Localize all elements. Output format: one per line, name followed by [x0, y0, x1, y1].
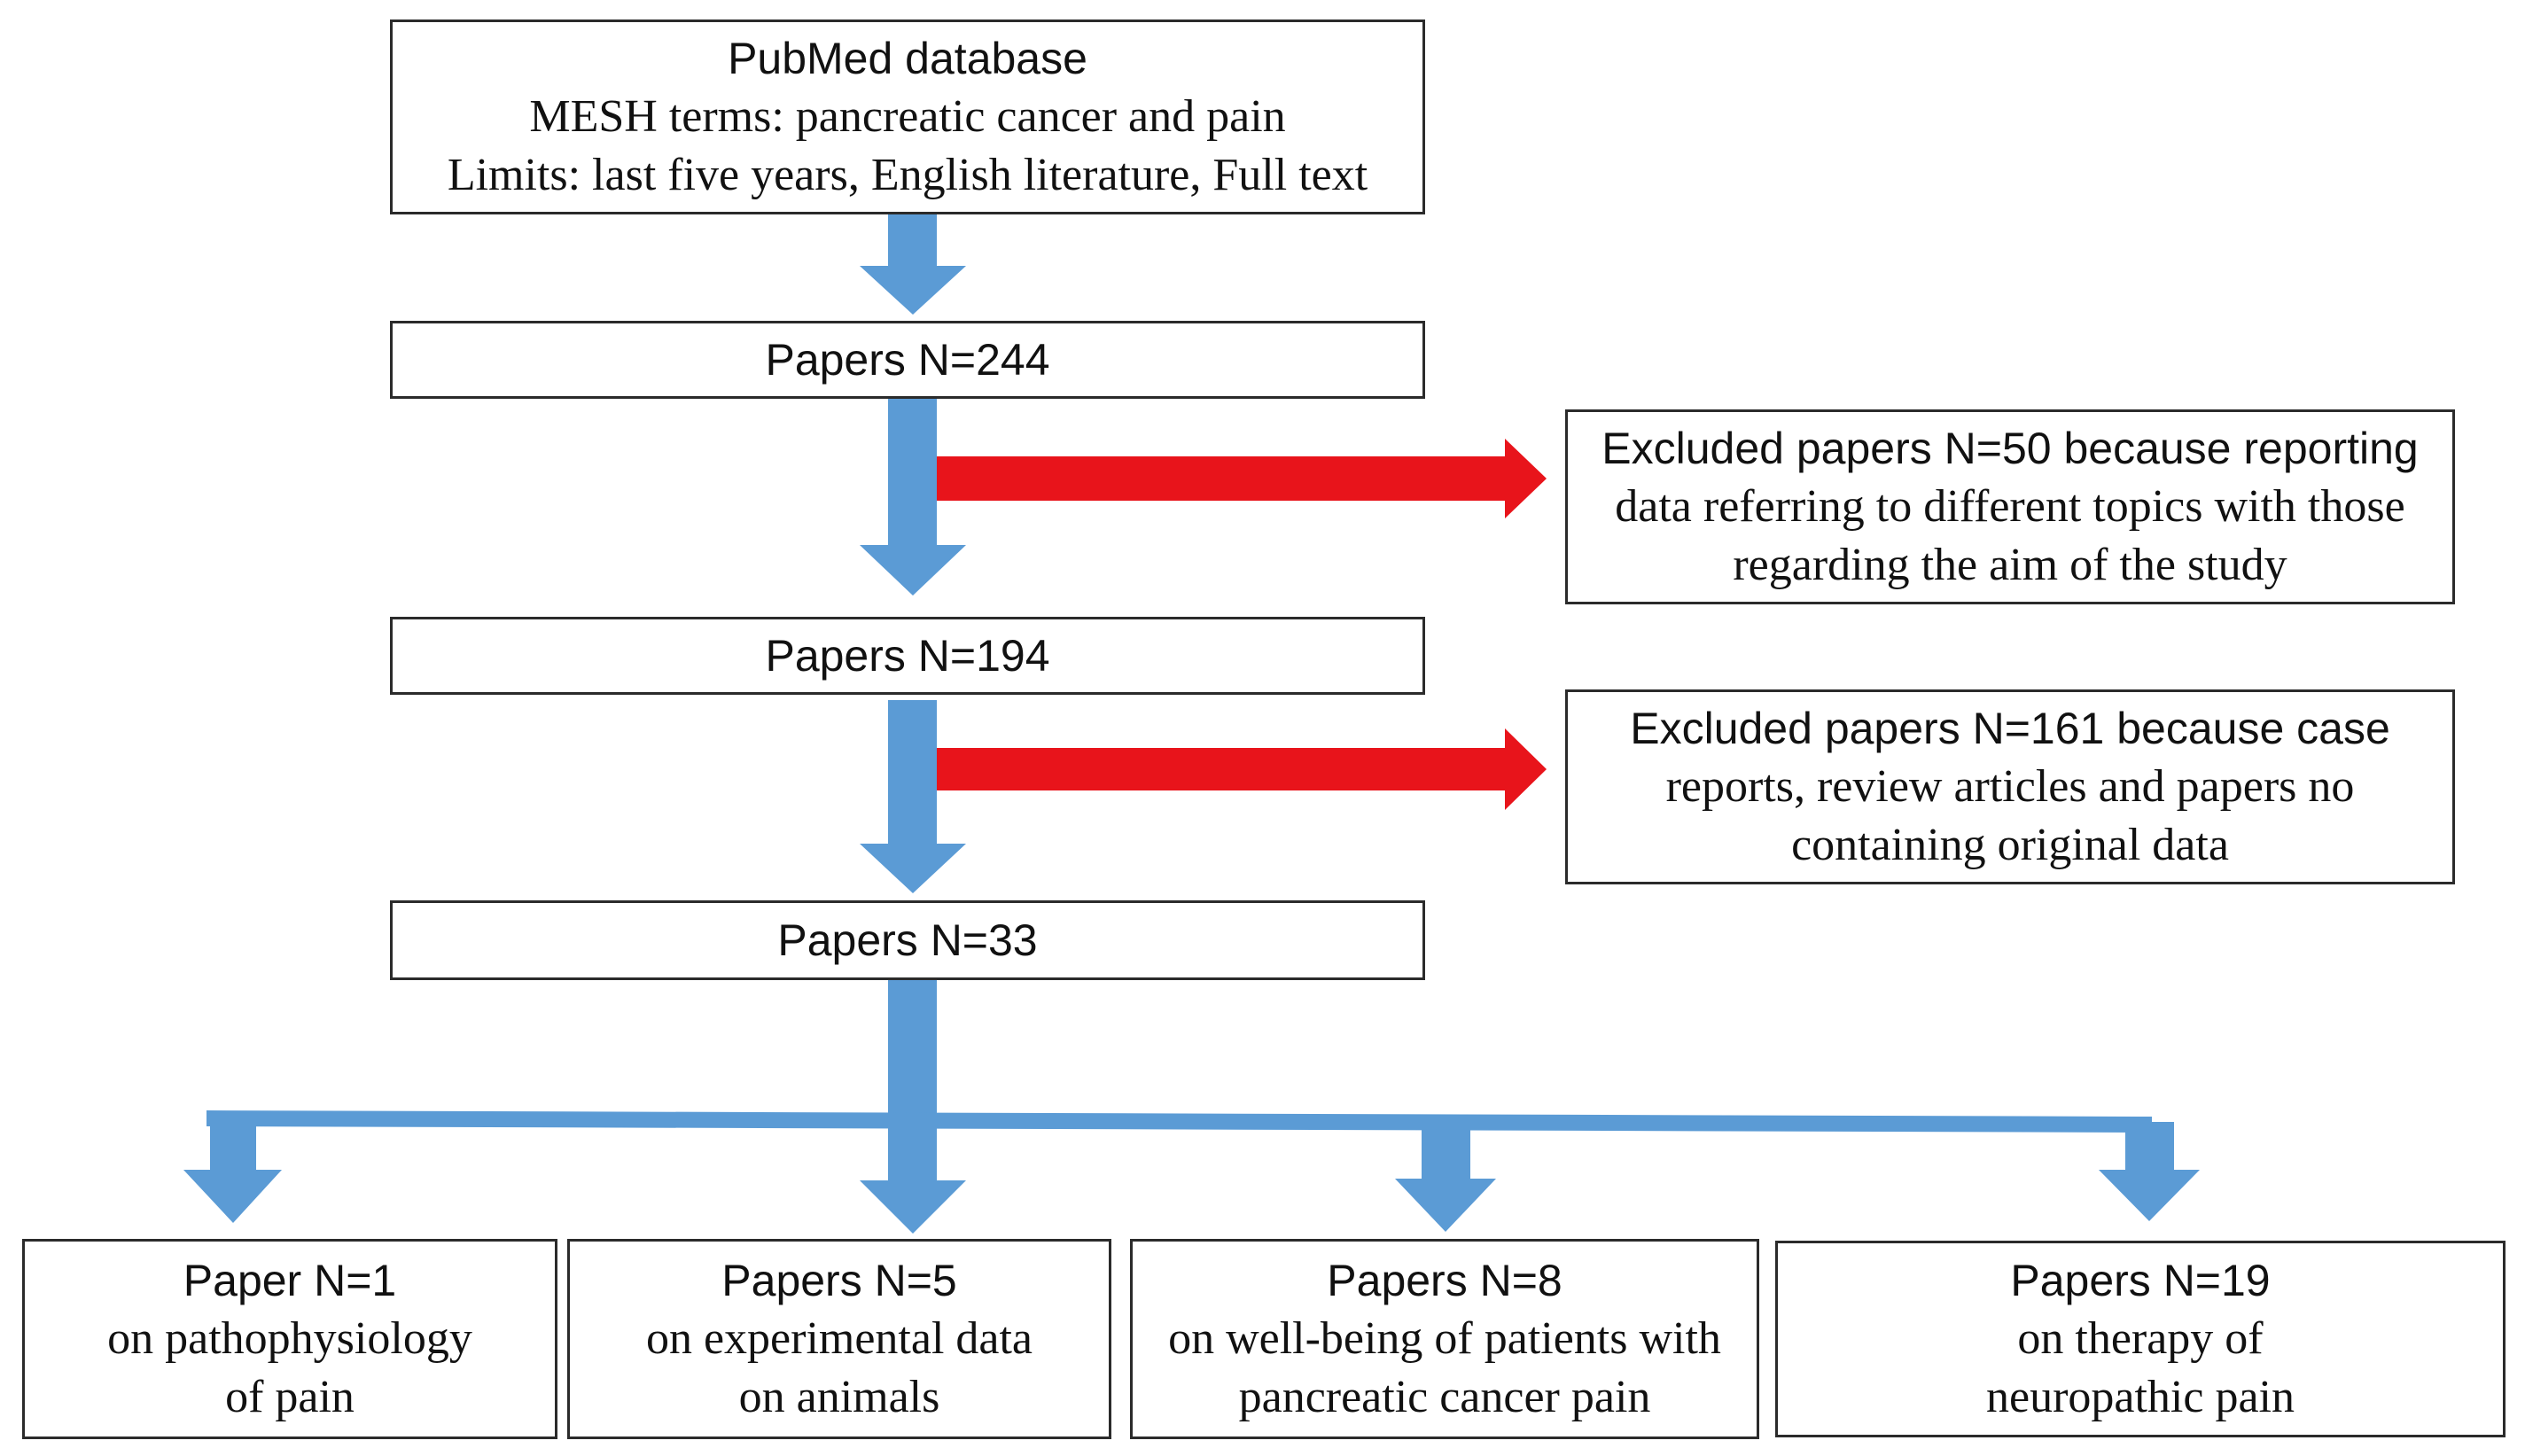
source-limits: Limits: last five years, English literat…: [447, 150, 1368, 200]
papers-244-box: Papers N=244: [390, 321, 1425, 399]
source-box: PubMed database MESH terms: pancreatic c…: [390, 19, 1425, 214]
outcome-wellbeing-topic-cont: pancreatic cancer pain: [1238, 1372, 1651, 1422]
excluded-161-line2: reports, review articles and papers no: [1665, 761, 2355, 812]
outcome-experimental-topic-cont: on animals: [738, 1372, 940, 1422]
excluded-50-line1: Excluded papers N=50 because reporting: [1602, 424, 2419, 473]
papers-194-box: Papers N=194: [390, 617, 1425, 695]
outcome-experimental-box: Papers N=5 on experimental data on anima…: [567, 1239, 1111, 1439]
down-arrow-194-to-33: [860, 700, 966, 893]
down-arrow-branch-experimental: [860, 1118, 966, 1234]
outcome-therapy-box: Papers N=19 on therapy of neuropathic pa…: [1775, 1241, 2506, 1437]
excluded-50-line2: data referring to different topics with …: [1615, 481, 2405, 532]
outcome-pathophysiology-count: Paper N=1: [183, 1256, 397, 1305]
outcome-wellbeing-box: Papers N=8 on well-being of patients wit…: [1130, 1239, 1759, 1439]
excluded-161-line1: Excluded papers N=161 because case: [1630, 704, 2390, 753]
papers-33-label: Papers N=33: [777, 915, 1038, 965]
source-title: PubMed database: [728, 34, 1087, 83]
outcome-pathophysiology-topic: on pathophysiology: [107, 1313, 472, 1364]
exclusion-arrow-50: [937, 439, 1547, 518]
papers-244-label: Papers N=244: [765, 335, 1050, 385]
excluded-50-line3: regarding the aim of the study: [1733, 540, 2287, 590]
excluded-161-line3: containing original data: [1791, 820, 2229, 870]
papers-194-label: Papers N=194: [765, 631, 1050, 681]
outcome-pathophysiology-topic-cont: of pain: [225, 1372, 355, 1422]
outcome-therapy-topic: on therapy of: [2017, 1313, 2264, 1364]
outcome-wellbeing-topic: on well-being of patients with: [1168, 1313, 1721, 1364]
branch-bar: [207, 1110, 2152, 1133]
excluded-50-box: Excluded papers N=50 because reporting d…: [1565, 409, 2455, 604]
outcome-therapy-count: Papers N=19: [2010, 1256, 2271, 1305]
exclusion-arrow-161: [937, 728, 1547, 810]
papers-33-box: Papers N=33: [390, 900, 1425, 980]
excluded-161-box: Excluded papers N=161 because case repor…: [1565, 689, 2455, 884]
down-arrow-244-to-194: [860, 397, 966, 596]
down-arrow-branch-pathophysiology: [183, 1118, 282, 1223]
outcome-wellbeing-count: Papers N=8: [1327, 1256, 1563, 1305]
outcome-experimental-count: Papers N=5: [721, 1256, 957, 1305]
source-mesh-terms: MESH terms: pancreatic cancer and pain: [529, 91, 1286, 142]
outcome-pathophysiology-box: Paper N=1 on pathophysiology of pain: [22, 1239, 557, 1439]
outcome-therapy-topic-cont: neuropathic pain: [1986, 1372, 2295, 1422]
down-arrow-branch-therapy: [2099, 1122, 2200, 1221]
outcome-experimental-topic: on experimental data: [645, 1313, 1033, 1364]
down-arrow-branch-wellbeing: [1395, 1122, 1496, 1232]
branch-trunk: [888, 980, 937, 1122]
down-arrow-source-to-244: [860, 214, 966, 315]
